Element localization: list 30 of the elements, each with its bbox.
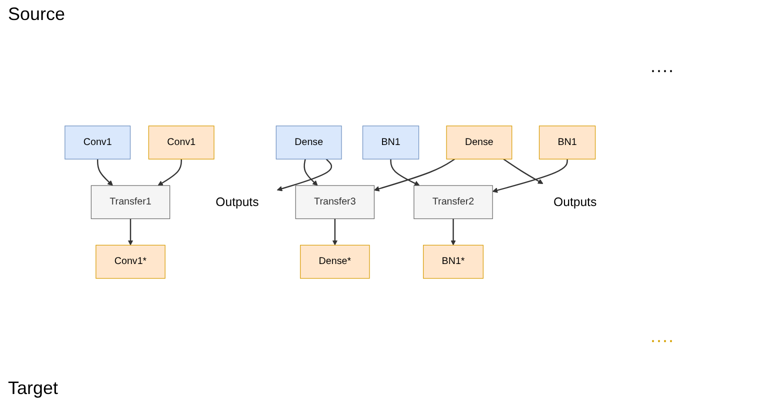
arrow	[276, 158, 332, 192]
arrow	[304, 158, 318, 186]
arrow	[158, 158, 182, 186]
arrow	[492, 158, 568, 193]
node-box	[446, 125, 512, 160]
arrow	[450, 218, 456, 246]
node-box	[300, 244, 370, 279]
node-box	[423, 244, 484, 279]
node-text: Outputs	[216, 195, 259, 209]
node-box	[362, 125, 420, 160]
node-box	[96, 244, 166, 279]
arrow	[503, 158, 544, 184]
side-label: Source	[8, 4, 66, 25]
arrow	[332, 218, 338, 246]
flowchart: Conv1 Conv1 Dense BN1 Dense BN1 Transfer1 Outputs Transfer3 Transfer2 Outputs Conv1* Dense* BN1*	[60, 120, 620, 284]
arrow	[128, 218, 134, 246]
node-box	[90, 185, 170, 219]
side-label: Target	[8, 378, 58, 399]
arrow	[390, 158, 420, 186]
node-box	[414, 185, 493, 219]
node-box	[538, 125, 596, 160]
node-box	[148, 125, 214, 160]
arrow	[374, 158, 455, 192]
node-box	[276, 125, 342, 160]
ellipsis: ····	[650, 330, 674, 351]
node-box	[64, 125, 131, 160]
arrow	[96, 158, 113, 186]
ellipsis: ····	[650, 60, 674, 81]
node-text: Outputs	[554, 195, 597, 209]
node-box	[295, 185, 375, 219]
